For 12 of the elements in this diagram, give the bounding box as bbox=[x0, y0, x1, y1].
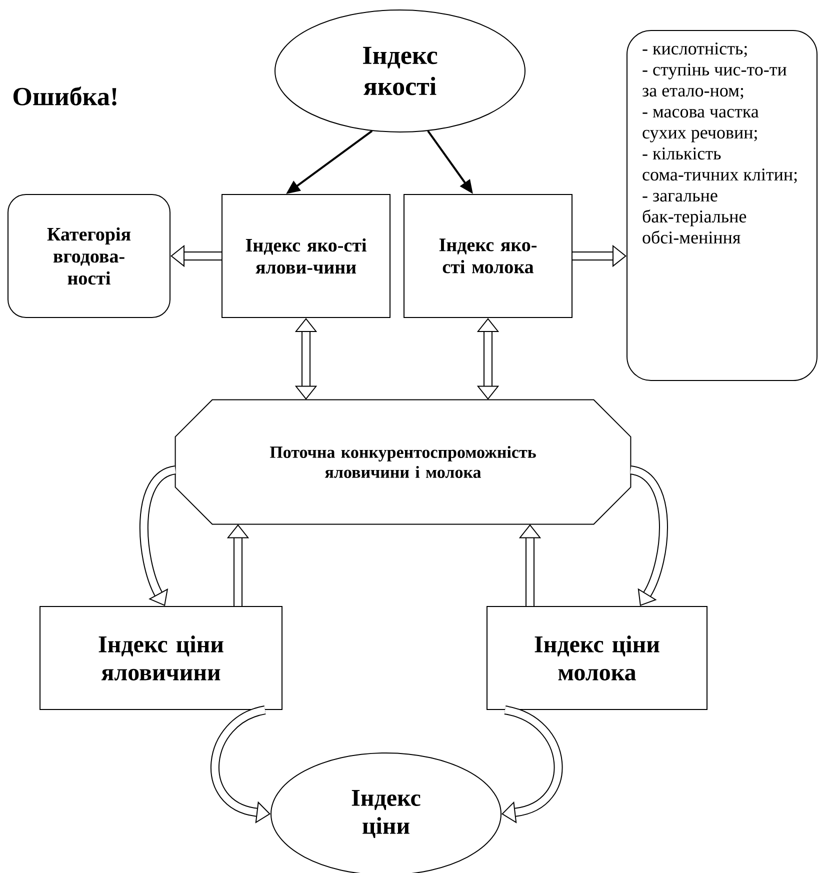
oval-node: Індекс якості bbox=[274, 10, 526, 132]
error-text: Ошибка! bbox=[13, 86, 116, 106]
curved-arrow bbox=[140, 466, 177, 606]
curved-arrow bbox=[502, 706, 562, 824]
octagon-node: Поточна конкурентоспроможність яловичини і молока bbox=[174, 399, 632, 525]
process-box: Індекс яко-сті молока bbox=[404, 194, 572, 318]
rounded-box: Категорія вгодова-ності bbox=[8, 194, 170, 318]
curved-arrow bbox=[629, 466, 668, 606]
process-box: Індекс ціни яловичини bbox=[40, 606, 282, 710]
process-box: Індекс ціни молока bbox=[486, 606, 708, 710]
process-box: Індекс яко-сті ялови-чини bbox=[222, 194, 390, 318]
note-box: - кислотність; - ступінь чис-то-ти за етало-ном; - масова частка сухих речовин; - кількість сома-тичних клітин; - загальне бак-теріальне обсі-меніння bbox=[626, 30, 818, 381]
